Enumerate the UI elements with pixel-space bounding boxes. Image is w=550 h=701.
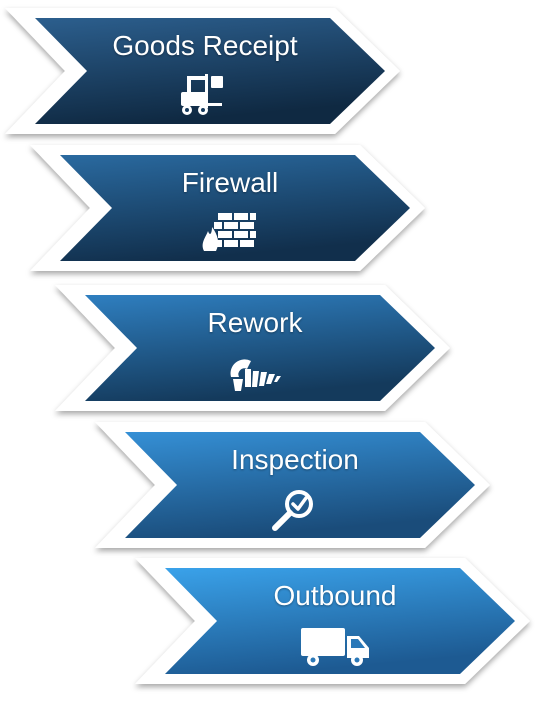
brick-wall-fire-icon <box>200 207 260 257</box>
step-label: Goods Receipt <box>112 30 298 61</box>
chevron-arrow <box>5 8 400 134</box>
step-outbound: Outbound <box>135 558 535 688</box>
chevron-arrow <box>135 558 530 684</box>
drill-screw-icon <box>225 347 285 397</box>
magnifier-check-icon <box>265 484 325 534</box>
step-label: Inspection <box>231 444 359 475</box>
step-label: Rework <box>207 307 303 338</box>
delivery-truck-icon <box>297 620 373 670</box>
step-rework: Rework <box>55 285 455 415</box>
step-goods-receipt: Goods Receipt <box>5 8 405 138</box>
forklift-icon <box>175 70 235 120</box>
chevron-arrow <box>30 145 425 271</box>
step-label: Firewall <box>181 167 279 198</box>
step-inspection: Inspection <box>95 422 495 552</box>
step-label: Outbound <box>273 580 397 611</box>
step-firewall: Firewall <box>30 145 430 275</box>
chevron-arrow <box>55 285 450 411</box>
chevron-arrow <box>95 422 490 548</box>
